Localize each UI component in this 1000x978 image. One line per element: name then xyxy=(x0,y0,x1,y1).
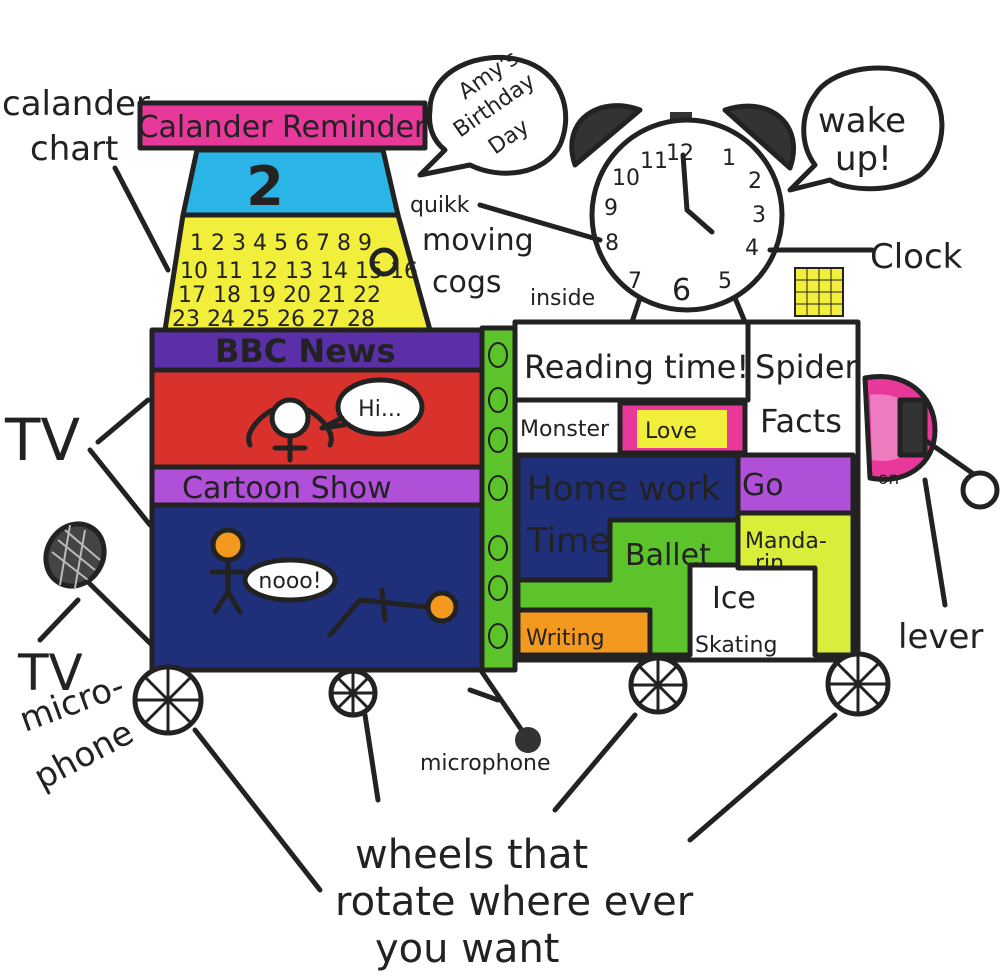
tv-microphone xyxy=(37,521,158,651)
tv-pointer-lines xyxy=(87,397,153,528)
bubble-hi: Hi... xyxy=(358,397,402,422)
wake-line-1: wake xyxy=(818,101,906,141)
mini-calendar-doodle xyxy=(794,267,844,317)
wake-up-speech-bubble: wake up! xyxy=(787,65,945,193)
clock-number-6: 6 xyxy=(672,273,691,308)
calendar-title: Calander Reminder xyxy=(138,110,427,145)
schedule-ice-2: Skating xyxy=(695,633,777,658)
calendar-pointer-line xyxy=(112,165,171,273)
schedule-time: Time xyxy=(526,521,610,561)
bubble-nooo: nooo! xyxy=(258,569,321,594)
schedule-reading: Reading time! xyxy=(524,348,749,386)
schedule-ballet: Ballet xyxy=(625,538,711,573)
lever-pointer-line xyxy=(922,477,948,608)
birthday-speech-bubble: Amy's Birthday Day xyxy=(417,46,569,178)
label-quick-3: cogs xyxy=(432,265,502,300)
wheel-2 xyxy=(328,668,378,718)
schedule-spider-2: Facts xyxy=(760,402,842,440)
clock-hands xyxy=(680,152,715,235)
label-quick-1: quikk xyxy=(410,193,470,218)
clock-face xyxy=(589,117,785,313)
calendar-month-band xyxy=(180,147,401,218)
clock-number-12: 12 xyxy=(666,141,694,166)
label-quick-2: moving xyxy=(422,223,534,258)
tv-channel-bbc: BBC News xyxy=(215,332,396,370)
tv-screen: BBC News Hi... Cartoon Show nooo! xyxy=(149,327,485,673)
label-lever: lever xyxy=(898,617,983,657)
schedule-homework: Home work xyxy=(527,469,721,509)
schedule-go: Go xyxy=(742,468,784,503)
label-quick-4: inside xyxy=(530,286,595,311)
clock-number-9: 9 xyxy=(604,196,618,221)
clock-number-8: 8 xyxy=(605,231,619,256)
clock-number-10: 10 xyxy=(612,166,640,191)
wheel-1 xyxy=(132,664,204,736)
schedule-ice-1: Ice xyxy=(712,581,756,616)
calendar-row-1: 1 2 3 4 5 6 7 8 9 xyxy=(190,231,372,256)
label-calendar-1: calander xyxy=(2,84,150,124)
lever-on-text: on xyxy=(878,469,899,489)
schedule-spider-1: Spider xyxy=(755,348,859,386)
label-clock: Clock xyxy=(870,237,963,277)
calendar-highlight-day: 2 xyxy=(246,155,284,218)
label-wheels-2: rotate where ever xyxy=(335,879,694,925)
schedule-writing: Writing xyxy=(526,626,605,651)
wheel-4 xyxy=(825,651,891,717)
label-wheels-3: you want xyxy=(375,926,559,972)
wake-line-2: up! xyxy=(835,139,892,179)
label-microphone: microphone xyxy=(420,751,551,776)
calendar-row-3: 17 18 19 20 21 22 xyxy=(178,283,381,308)
label-tv-microphone-1: TV xyxy=(17,644,83,702)
schedule-panel: Reading time! Spider Facts Monster Love … xyxy=(512,319,861,663)
schedule-love: Love xyxy=(645,419,697,444)
label-wheels-1: wheels that xyxy=(355,832,588,878)
label-calendar-2: chart xyxy=(30,129,118,169)
clock-number-11: 11 xyxy=(640,149,668,174)
schedule-mandarin-2: rin xyxy=(755,551,784,576)
clock-number-7: 7 xyxy=(628,269,642,294)
alarm-clock: 12 1 2 3 4 5 6 7 8 9 10 11 xyxy=(569,103,797,325)
bottom-microphone xyxy=(467,669,541,753)
tv-channel-cartoon: Cartoon Show xyxy=(182,471,392,506)
cogs-pointer-line xyxy=(477,202,603,243)
schedule-mandarin-1: Manda- xyxy=(745,529,827,554)
control-strip xyxy=(479,325,518,673)
calendar-chart: Calander Reminder 2 1 2 3 4 5 6 7 8 9 10… xyxy=(137,100,433,333)
label-tv: TV xyxy=(4,406,80,474)
schedule-monster: Monster xyxy=(520,417,610,442)
lever: on xyxy=(862,374,1000,608)
clock-number-3: 3 xyxy=(752,203,766,228)
calendar-circled-day-mark xyxy=(369,247,399,277)
clock-number-5: 5 xyxy=(718,269,732,294)
clock-number-2: 2 xyxy=(748,169,762,194)
wheel-3 xyxy=(628,655,688,715)
clock-number-1: 1 xyxy=(722,146,736,171)
wheel-pointer-lines xyxy=(192,712,838,893)
clock-number-4: 4 xyxy=(745,236,759,261)
clock-legs xyxy=(629,295,748,325)
